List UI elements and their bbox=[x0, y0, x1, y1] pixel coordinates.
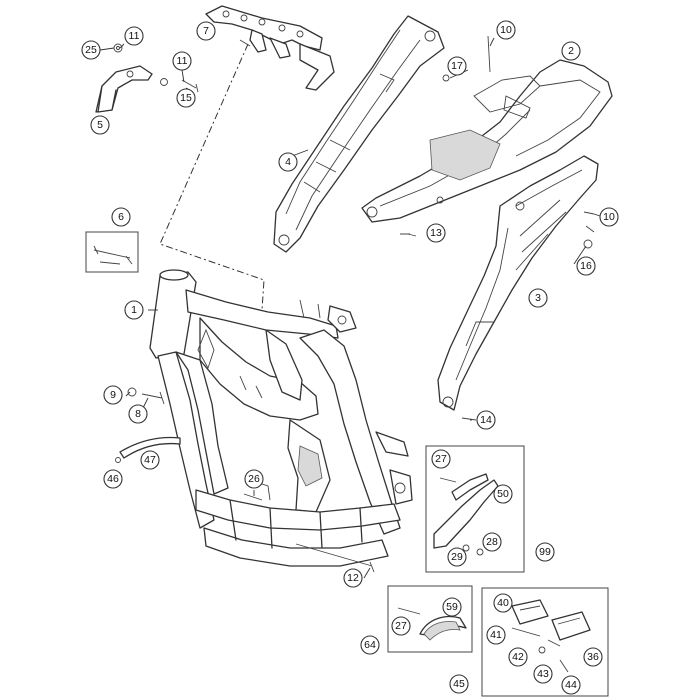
callout-13[interactable]: 13 bbox=[426, 223, 446, 243]
part-3-subframe-right bbox=[437, 155, 599, 411]
callout-6[interactable]: 6 bbox=[111, 207, 131, 227]
callout-41[interactable]: 41 bbox=[486, 625, 506, 645]
svg-text:42: 42 bbox=[512, 651, 524, 663]
callout-17[interactable]: 17 bbox=[447, 56, 467, 76]
callout-99[interactable]: 99 bbox=[535, 542, 555, 562]
svg-text:41: 41 bbox=[490, 629, 502, 641]
callout-11-top[interactable]: 11 bbox=[124, 26, 144, 46]
callout-1[interactable]: 1 bbox=[124, 300, 144, 320]
svg-text:8: 8 bbox=[135, 408, 141, 420]
svg-text:25: 25 bbox=[85, 44, 97, 56]
svg-text:43: 43 bbox=[537, 668, 549, 680]
callout-45[interactable]: 45 bbox=[449, 674, 469, 694]
callout-2[interactable]: 2 bbox=[561, 41, 581, 61]
svg-text:13: 13 bbox=[430, 227, 442, 239]
callout-44[interactable]: 44 bbox=[561, 675, 581, 695]
svg-text:4: 4 bbox=[285, 156, 291, 168]
svg-text:45: 45 bbox=[453, 678, 465, 690]
part-4-subframe-left bbox=[273, 15, 445, 253]
callout-25[interactable]: 25 bbox=[81, 40, 101, 60]
svg-text:3: 3 bbox=[535, 292, 541, 304]
hardware-small bbox=[407, 74, 595, 421]
svg-text:28: 28 bbox=[486, 536, 498, 548]
kit-64-chain-slider bbox=[387, 585, 473, 653]
svg-text:26: 26 bbox=[248, 473, 260, 485]
callout-28[interactable]: 28 bbox=[482, 532, 502, 552]
svg-text:2: 2 bbox=[568, 45, 574, 57]
callout-36[interactable]: 36 bbox=[583, 647, 603, 667]
kit-45-footpeg bbox=[481, 587, 609, 697]
callout-64[interactable]: 64 bbox=[360, 635, 380, 655]
svg-text:15: 15 bbox=[180, 92, 192, 104]
callout-29[interactable]: 29 bbox=[447, 547, 467, 567]
svg-text:14: 14 bbox=[480, 414, 492, 426]
callout-27-kit64[interactable]: 27 bbox=[391, 616, 411, 636]
svg-text:17: 17 bbox=[451, 60, 463, 72]
callout-40[interactable]: 40 bbox=[493, 593, 513, 613]
svg-text:27: 27 bbox=[395, 620, 407, 632]
callout-7[interactable]: 7 bbox=[196, 21, 216, 41]
svg-text:12: 12 bbox=[347, 572, 359, 584]
part-6-bolt-kit bbox=[85, 231, 139, 273]
callout-10-top[interactable]: 10 bbox=[496, 20, 516, 40]
svg-text:29: 29 bbox=[451, 551, 463, 563]
callout-3[interactable]: 3 bbox=[528, 288, 548, 308]
callout-50[interactable]: 50 bbox=[493, 484, 513, 504]
callout-11-mid[interactable]: 11 bbox=[172, 51, 192, 71]
svg-text:64: 64 bbox=[364, 639, 376, 651]
assembly-dash-line bbox=[159, 43, 265, 311]
callout-12[interactable]: 12 bbox=[343, 568, 363, 588]
svg-text:36: 36 bbox=[587, 651, 599, 663]
callout-26[interactable]: 26 bbox=[244, 469, 264, 489]
callout-47[interactable]: 47 bbox=[140, 450, 160, 470]
part-1-main-frame bbox=[115, 269, 413, 573]
svg-text:46: 46 bbox=[107, 473, 119, 485]
svg-text:1: 1 bbox=[131, 304, 137, 316]
svg-text:11: 11 bbox=[177, 55, 188, 67]
callout-14[interactable]: 14 bbox=[476, 410, 496, 430]
part-2-subframe-rear bbox=[361, 35, 613, 223]
callout-43[interactable]: 43 bbox=[533, 664, 553, 684]
hardware-25-11-15 bbox=[113, 43, 199, 93]
callout-59[interactable]: 59 bbox=[442, 597, 462, 617]
svg-text:10: 10 bbox=[603, 211, 615, 223]
callout-42[interactable]: 42 bbox=[508, 647, 528, 667]
svg-text:6: 6 bbox=[118, 211, 124, 223]
svg-text:40: 40 bbox=[497, 597, 509, 609]
callout-27-kit99[interactable]: 27 bbox=[431, 449, 451, 469]
callout-46[interactable]: 46 bbox=[103, 469, 123, 489]
part-7-top-bracket bbox=[205, 5, 335, 91]
svg-text:10: 10 bbox=[500, 24, 512, 36]
svg-text:50: 50 bbox=[497, 488, 509, 500]
callout-4[interactable]: 4 bbox=[278, 152, 298, 172]
svg-text:11: 11 bbox=[129, 30, 140, 42]
callout-5[interactable]: 5 bbox=[90, 115, 110, 135]
svg-text:44: 44 bbox=[565, 679, 577, 691]
callout-15[interactable]: 15 bbox=[176, 88, 196, 108]
svg-text:99: 99 bbox=[539, 546, 551, 558]
svg-text:7: 7 bbox=[203, 25, 209, 37]
svg-text:59: 59 bbox=[446, 601, 458, 613]
svg-text:47: 47 bbox=[144, 454, 156, 466]
svg-text:27: 27 bbox=[435, 453, 447, 465]
callout-8[interactable]: 8 bbox=[128, 404, 148, 424]
callout-16[interactable]: 16 bbox=[576, 256, 596, 276]
svg-text:9: 9 bbox=[110, 389, 116, 401]
kit-99-chain-guide bbox=[425, 445, 525, 573]
part-5-grab-bracket bbox=[95, 65, 153, 113]
callout-10-right[interactable]: 10 bbox=[599, 207, 619, 227]
svg-text:5: 5 bbox=[97, 119, 103, 131]
callout-9[interactable]: 9 bbox=[103, 385, 123, 405]
svg-text:16: 16 bbox=[580, 260, 592, 272]
